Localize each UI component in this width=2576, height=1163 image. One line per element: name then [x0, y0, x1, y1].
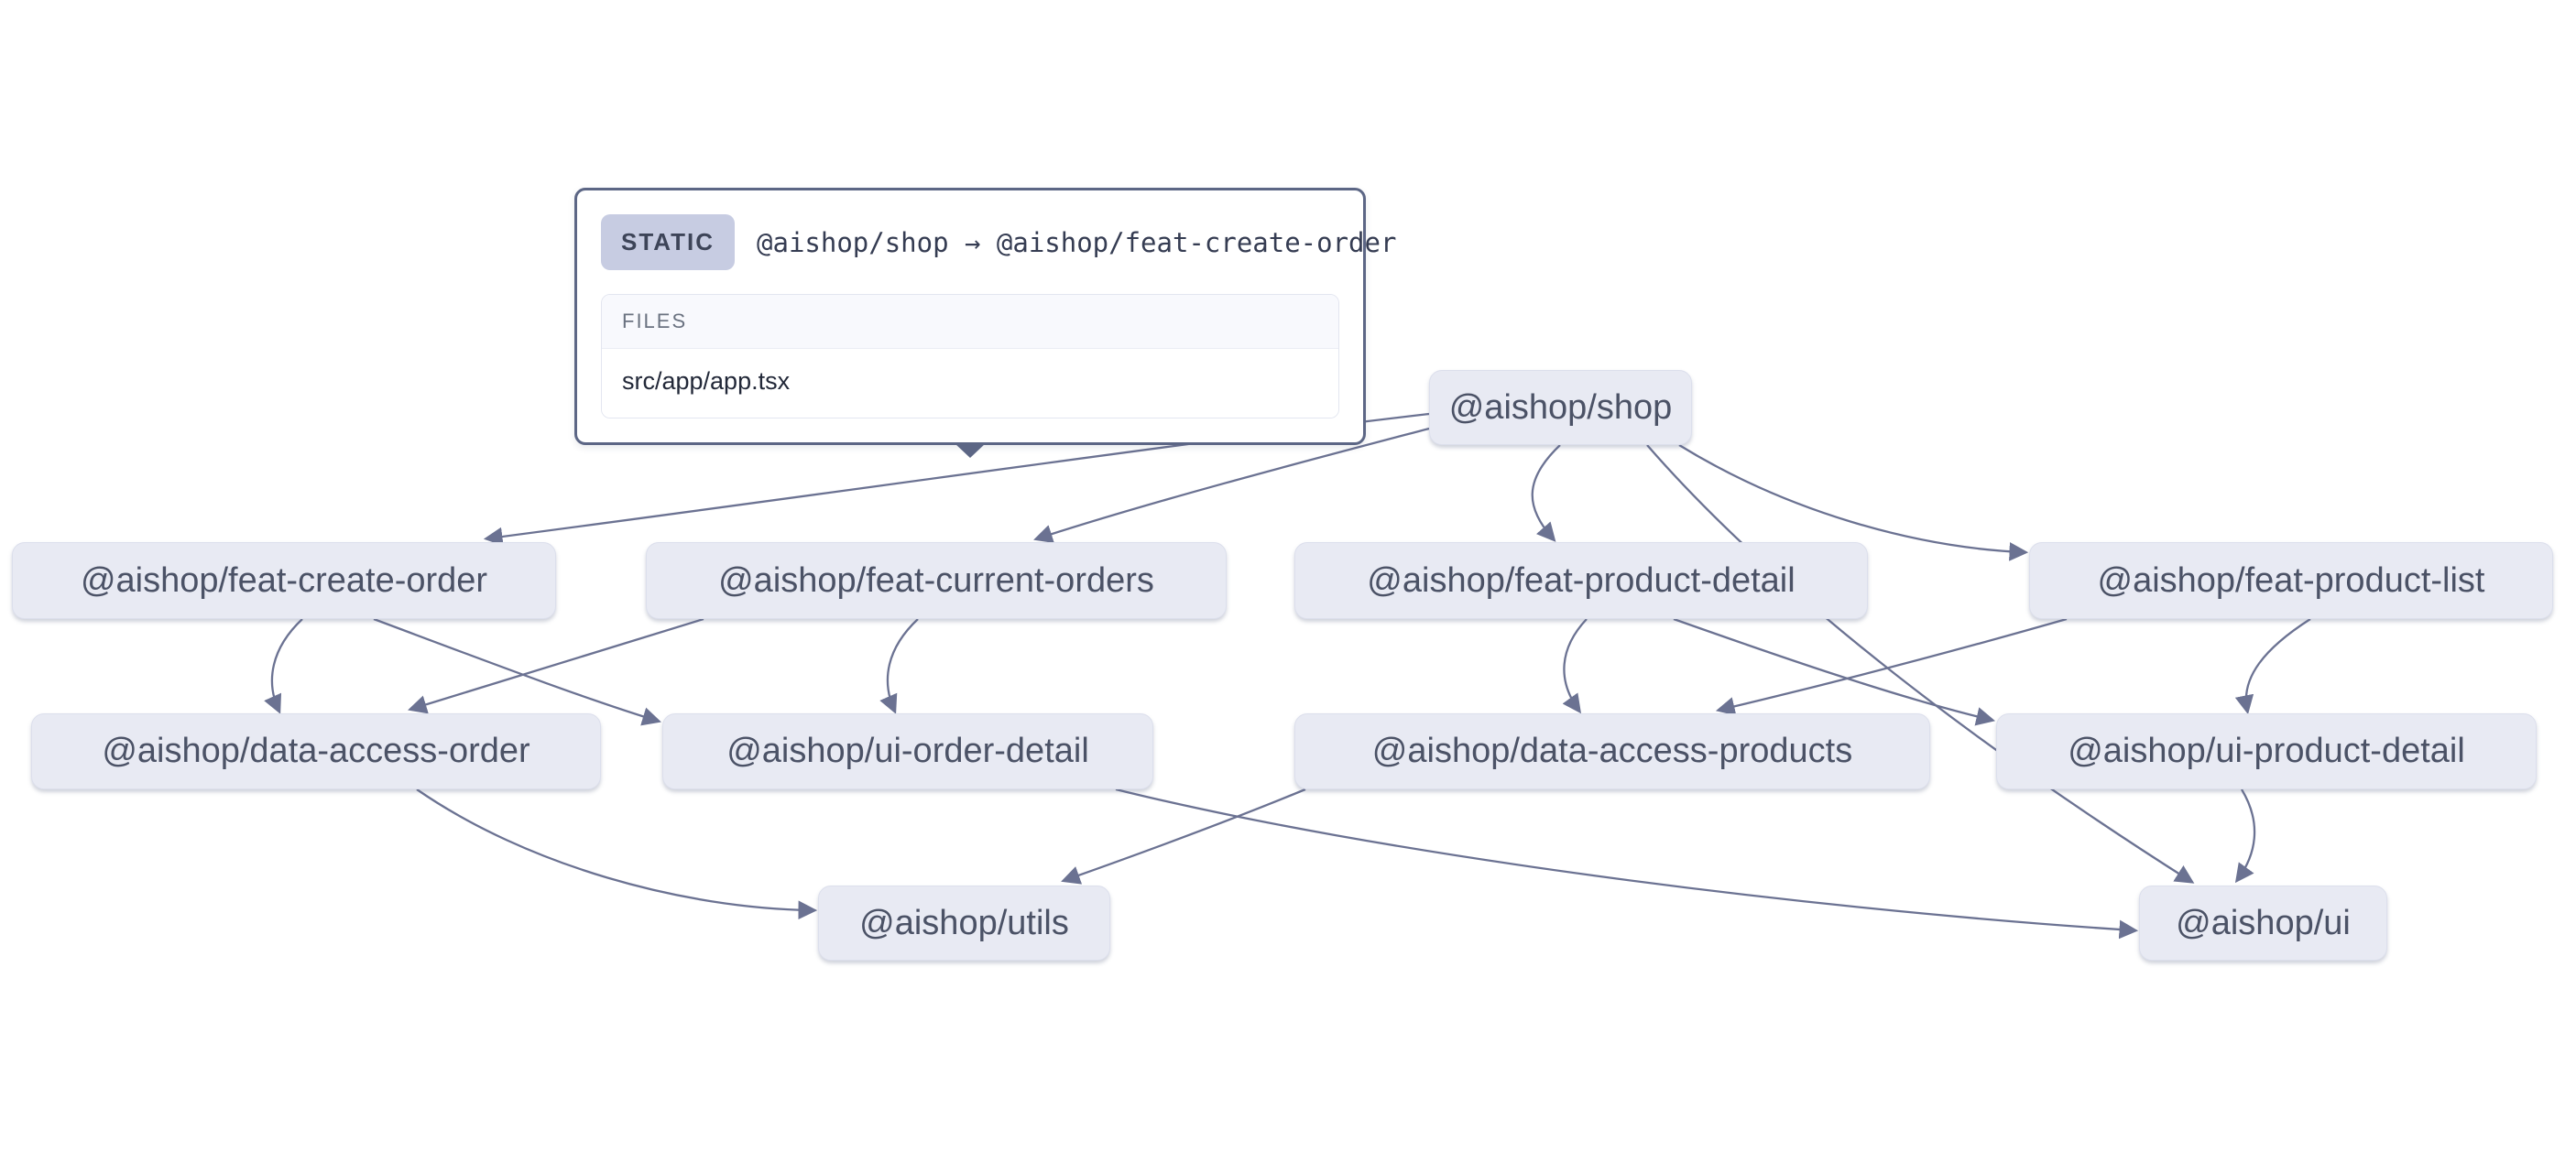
edge-tooltip-header: STATIC @aishop/shop → @aishop/feat-creat…: [601, 214, 1396, 270]
tooltip-caret: [955, 443, 986, 458]
graph-node-ui-order-detail[interactable]: @aishop/ui-order-detail: [662, 713, 1153, 789]
graph-node-ui-product-detail[interactable]: @aishop/ui-product-detail: [1996, 713, 2537, 789]
graph-node-data-access-order[interactable]: @aishop/data-access-order: [31, 713, 601, 789]
edge-shop-feat-current-orders[interactable]: [1033, 427, 1430, 544]
edge-feat-product-list-ui-product-detail[interactable]: [2234, 618, 2311, 715]
edge-ui-product-detail-ui[interactable]: [2234, 788, 2256, 884]
edge-shop-feat-product-list[interactable]: [1678, 444, 2029, 561]
graph-node-feat-create-order[interactable]: @aishop/feat-create-order: [12, 542, 556, 619]
edge-feat-create-order-ui-order-detail[interactable]: [373, 617, 661, 726]
edge-feat-product-detail-data-access-products[interactable]: [1562, 618, 1588, 714]
edge-file-item: src/app/app.tsx: [602, 349, 1338, 418]
edge-shop-ui[interactable]: [1646, 444, 2195, 884]
graph-node-feat-current-orders[interactable]: @aishop/feat-current-orders: [646, 542, 1227, 619]
edge-ui-order-detail-ui[interactable]: [1115, 788, 2139, 940]
edge-files-panel: FILES src/app/app.tsx: [601, 294, 1339, 418]
graph-node-shop[interactable]: @aishop/shop: [1429, 370, 1692, 445]
edge-feat-current-orders-ui-order-detail[interactable]: [879, 618, 919, 714]
edge-tooltip: STATIC @aishop/shop → @aishop/feat-creat…: [574, 188, 1396, 458]
graph-node-feat-product-list[interactable]: @aishop/feat-product-list: [2029, 542, 2553, 619]
edge-relation-text: @aishop/shop → @aishop/feat-create-order: [757, 226, 1397, 258]
edge-data-access-products-utils[interactable]: [1061, 788, 1306, 885]
edge-feat-create-order-data-access-order[interactable]: [264, 618, 303, 714]
edge-shop-feat-product-detail[interactable]: [1531, 444, 1561, 542]
edge-feat-product-detail-ui-product-detail[interactable]: [1673, 617, 1996, 726]
graph-node-utils[interactable]: @aishop/utils: [818, 886, 1110, 961]
graph-node-ui[interactable]: @aishop/ui: [2139, 886, 2387, 961]
edge-feat-product-list-data-access-products[interactable]: [1715, 617, 2068, 716]
edge-data-access-order-utils[interactable]: [416, 788, 818, 920]
edge-type-badge: STATIC: [601, 214, 736, 270]
edge-files-header: FILES: [602, 295, 1338, 349]
graph-node-feat-product-detail[interactable]: @aishop/feat-product-detail: [1294, 542, 1868, 619]
graph-node-data-access-products[interactable]: @aishop/data-access-products: [1294, 713, 1930, 789]
edge-feat-current-orders-data-access-order[interactable]: [408, 617, 704, 714]
